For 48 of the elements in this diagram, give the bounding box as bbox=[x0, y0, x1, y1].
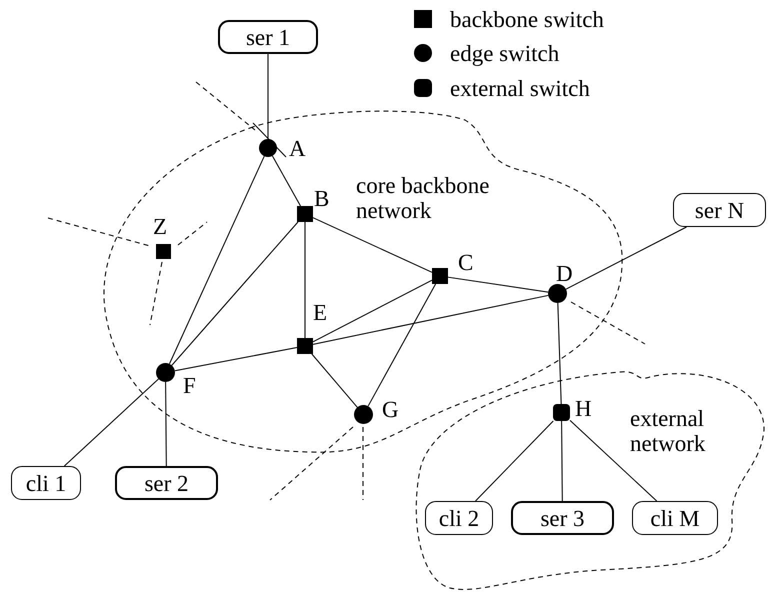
connection-line bbox=[475, 420, 554, 502]
edge-switch-dot bbox=[548, 284, 567, 303]
edge-switch-dot bbox=[156, 363, 175, 382]
node-letter: G bbox=[382, 398, 399, 421]
client-box: cli 2 bbox=[425, 501, 493, 535]
legend-label: backbone switch bbox=[450, 8, 604, 30]
connection-line bbox=[448, 276, 549, 293]
node-letter: D bbox=[556, 262, 573, 285]
connection-line bbox=[304, 222, 306, 338]
node-letter: F bbox=[183, 374, 196, 397]
client-box: cli M bbox=[632, 501, 718, 535]
legend-label: edge switch bbox=[450, 42, 560, 64]
server-box: ser 1 bbox=[218, 20, 318, 54]
connection-line bbox=[561, 420, 563, 502]
external-switch-square bbox=[553, 404, 570, 421]
backbone-switch-square bbox=[156, 244, 171, 259]
connection-line bbox=[565, 226, 688, 290]
connection-line bbox=[174, 347, 298, 372]
server-box: ser 2 bbox=[115, 466, 218, 500]
backbone-switch-square bbox=[297, 206, 313, 222]
connection-line bbox=[311, 354, 358, 408]
connection-line bbox=[64, 378, 160, 466]
region-label: core backbone network bbox=[356, 173, 490, 223]
edge-switch-dot bbox=[354, 405, 373, 424]
node-letter: C bbox=[458, 251, 474, 274]
legend-label: external switch bbox=[450, 76, 590, 100]
connection-line bbox=[171, 222, 298, 366]
connection-line bbox=[312, 294, 549, 345]
region-label: external network bbox=[630, 406, 706, 456]
connection-line bbox=[312, 217, 432, 273]
connection-line bbox=[557, 302, 562, 404]
connection-line bbox=[368, 284, 436, 407]
connection-line bbox=[165, 382, 167, 466]
node-letter: H bbox=[575, 397, 592, 420]
node-letter: B bbox=[314, 187, 330, 210]
connection-line bbox=[570, 420, 658, 502]
node-letter: Z bbox=[153, 215, 168, 238]
client-box: ser N bbox=[673, 193, 766, 227]
client-box: cli 1 bbox=[11, 466, 81, 500]
node-letter: A bbox=[289, 137, 306, 160]
connection-line bbox=[312, 280, 432, 342]
backbone-switch-square bbox=[432, 268, 448, 284]
connection-line bbox=[272, 155, 302, 206]
server-box: ser 3 bbox=[511, 501, 614, 535]
connection-line bbox=[168, 156, 265, 364]
backbone-switch-square bbox=[297, 338, 313, 354]
edge-switch-dot bbox=[259, 139, 277, 157]
node-letter: E bbox=[313, 301, 328, 324]
